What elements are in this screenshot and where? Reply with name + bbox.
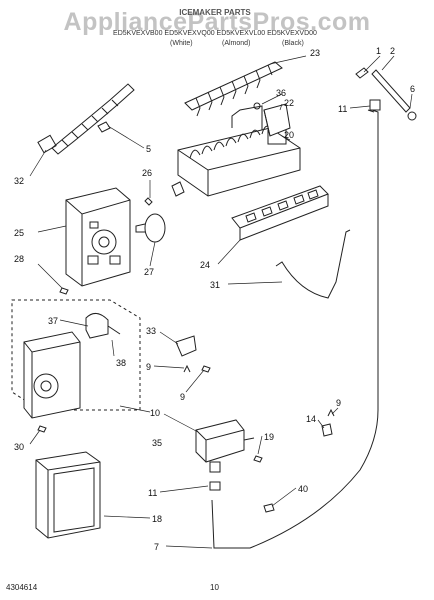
callout-35: 35 xyxy=(152,438,162,448)
page-number: 10 xyxy=(210,583,219,592)
wire-harness xyxy=(37,83,135,155)
callout-36: 36 xyxy=(276,88,286,98)
callout-37: 37 xyxy=(48,316,58,326)
callout-2: 2 xyxy=(390,46,395,56)
callout-33: 33 xyxy=(146,326,156,336)
callout-27: 27 xyxy=(144,267,154,277)
mounting-bracket xyxy=(263,103,291,137)
water-valve xyxy=(195,419,255,473)
callout-9c: 9 xyxy=(336,398,341,408)
callout-14: 14 xyxy=(306,414,316,424)
callout-23: 23 xyxy=(310,48,320,58)
callout-10: 10 xyxy=(150,408,160,418)
model-numbers: ED5KVEXVB00 ED5KVEXVQ00 ED5KVEXVL00 ED5K… xyxy=(113,30,317,37)
document-number: 4304614 xyxy=(6,583,38,592)
icemaker-mold xyxy=(171,105,301,197)
callout-30: 30 xyxy=(14,442,24,452)
callout-19: 19 xyxy=(264,432,274,442)
callout-40: 40 xyxy=(298,484,308,494)
callout-18: 18 xyxy=(152,514,162,524)
callout-1: 1 xyxy=(376,46,381,56)
callout-31: 31 xyxy=(210,280,220,290)
callout-5: 5 xyxy=(146,144,151,154)
screw-19 xyxy=(253,455,263,463)
callout-38: 38 xyxy=(116,358,126,368)
callout-32: 32 xyxy=(14,176,24,186)
callout-7: 7 xyxy=(154,542,159,552)
ice-ejector-fingers xyxy=(184,61,283,117)
callout-11a: 11 xyxy=(338,104,347,114)
callout-labels: 23 36 22 20 5 32 26 25 27 28 24 31 37 38… xyxy=(14,46,415,552)
callout-6: 6 xyxy=(410,84,415,94)
color-almond: (Almond) xyxy=(222,40,251,47)
screw-9c xyxy=(327,408,335,417)
valve-bracket xyxy=(175,335,197,357)
callout-22: 22 xyxy=(284,98,294,108)
color-black: (Black) xyxy=(282,40,304,47)
grommet-40 xyxy=(263,503,275,513)
callout-9a: 9 xyxy=(146,362,151,372)
screw-26 xyxy=(144,197,153,206)
leader-lines xyxy=(29,55,413,549)
screw-14 xyxy=(321,423,333,437)
callout-20: 20 xyxy=(284,130,294,140)
callout-9b: 9 xyxy=(180,392,185,402)
shutoff-arm xyxy=(275,229,351,299)
callout-26: 26 xyxy=(142,168,152,178)
screw-9a xyxy=(183,364,191,373)
callout-25: 25 xyxy=(14,228,24,238)
control-module xyxy=(65,187,131,287)
fill-cup xyxy=(35,451,101,539)
drive-motor xyxy=(135,213,166,243)
color-white: (White) xyxy=(170,40,193,47)
module-assembly xyxy=(23,331,81,419)
watermark: AppliancePartsPros.com xyxy=(63,8,371,36)
fill-tube-fittings xyxy=(355,67,417,121)
wire-clip xyxy=(97,121,111,133)
ice-stripper xyxy=(231,185,329,241)
callout-28: 28 xyxy=(14,254,24,264)
screw-36 xyxy=(253,102,261,110)
water-tube xyxy=(211,109,379,549)
thermostat xyxy=(85,313,121,339)
screw-28 xyxy=(59,287,69,295)
screw-9b xyxy=(201,365,211,373)
diagram-title: ICEMAKER PARTS xyxy=(179,8,251,17)
callout-11b: 11 xyxy=(148,488,157,498)
nut-11b xyxy=(209,481,221,491)
callout-24: 24 xyxy=(200,260,210,270)
screw-30 xyxy=(37,425,47,433)
